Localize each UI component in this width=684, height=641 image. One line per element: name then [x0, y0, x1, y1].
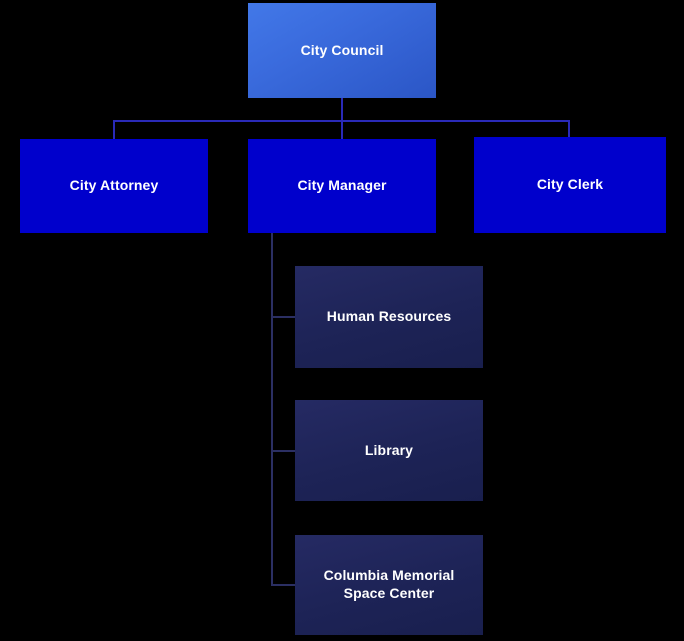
- connector-drop-city-manager: [341, 120, 343, 140]
- node-city-clerk[interactable]: City Clerk: [474, 137, 666, 233]
- node-label-library: Library: [364, 441, 414, 458]
- connector-stub-library: [271, 450, 295, 452]
- node-human-resources[interactable]: Human Resources: [295, 266, 483, 368]
- node-label-human-resources: Human Resources: [326, 308, 452, 325]
- node-city-attorney[interactable]: City Attorney: [20, 139, 208, 233]
- connector-drop-city-attorney: [113, 120, 115, 140]
- connector-manager-spine: [271, 233, 273, 586]
- connector-stub-columbia-memorial-space-center: [271, 584, 295, 586]
- connector-drop-city-clerk: [568, 120, 570, 140]
- node-city-council[interactable]: City Council: [248, 3, 436, 98]
- node-columbia-memorial-space-center[interactable]: Columbia Memorial Space Center: [295, 535, 483, 635]
- node-label-city-clerk: City Clerk: [536, 176, 604, 193]
- node-library[interactable]: Library: [295, 400, 483, 501]
- node-label-city-manager: City Manager: [297, 177, 387, 194]
- node-label-city-attorney: City Attorney: [69, 177, 159, 194]
- connector-council-stem: [341, 98, 343, 120]
- connector-stub-human-resources: [271, 316, 295, 318]
- node-label-columbia-memorial-space-center: Columbia Memorial Space Center: [323, 567, 455, 601]
- node-city-manager[interactable]: City Manager: [248, 139, 436, 233]
- node-label-city-council: City Council: [300, 41, 384, 58]
